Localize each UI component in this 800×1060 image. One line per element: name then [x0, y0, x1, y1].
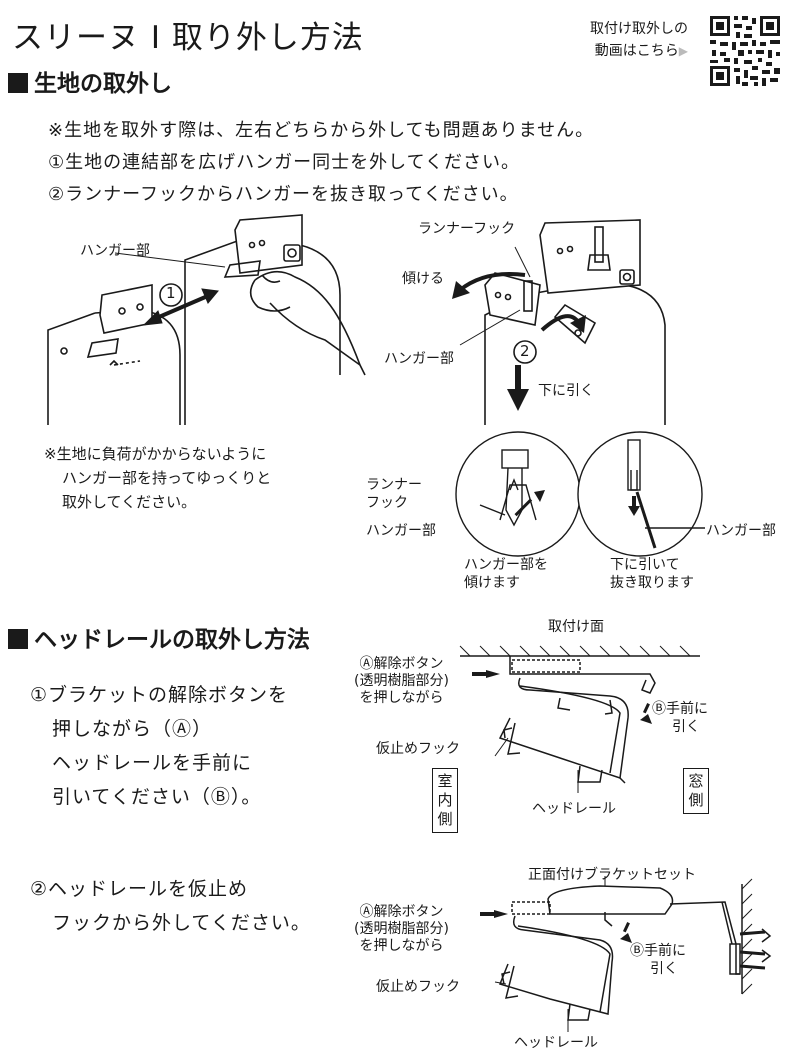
qr-caption: 取付け取外しの 動画はこちら▶	[590, 18, 688, 62]
label-temp-hook-2: 仮止めフック	[376, 979, 460, 995]
section-heading-headrail: ヘッドレールの取外し方法	[8, 620, 310, 654]
caption-tilt: ハンガー部を 傾けます	[464, 557, 548, 591]
label-runner-hook-detail: ランナー フック	[366, 477, 422, 511]
label-runner-hook: ランナーフック	[418, 221, 516, 237]
label-window-side: 窓側	[683, 768, 709, 814]
caution-note: ※生地に負荷がかからないように ハンガー部を持ってゆっくりと 取外してください。	[44, 445, 272, 511]
label-pull-down: 下に引く	[538, 383, 594, 399]
label-hanger-detail-left: ハンガー部	[366, 523, 436, 539]
instruction-line-1: ※生地を取外す際は、左右どちらから外しても問題ありません。	[48, 120, 595, 141]
label-pull-forward-1: Ⓑ手前に 引く	[652, 701, 708, 735]
step2-text: ②ヘッドレールを仮止め フックから外してください。	[30, 878, 311, 934]
qr-caption-line1: 取付け取外しの	[590, 21, 688, 37]
label-pull-forward-2: Ⓑ手前に 引く	[630, 943, 686, 977]
square-bullet-icon	[8, 629, 28, 649]
instruction-line-2: ①生地の連結部を広げハンガー同士を外してください。	[48, 152, 521, 173]
detail-circles-illustration	[455, 431, 705, 557]
label-release-button-1: Ⓐ解除ボタン (透明樹脂部分) を押しながら	[354, 656, 449, 706]
hanger-separation-illustration	[47, 214, 366, 425]
page-title: スリーヌ I 取り外し方法	[12, 20, 364, 56]
label-bracket-set: 正面付けブラケットセット	[528, 867, 696, 883]
runner-hook-illustration	[452, 219, 666, 425]
front-mount-diagram	[480, 876, 772, 1032]
label-hanger-detail-right: ハンガー部	[706, 523, 776, 539]
step1-text: ①ブラケットの解除ボタンを 押しながら（Ⓐ） ヘッドレールを手前に 引いてくださ…	[30, 684, 289, 808]
label-mount-surface: 取付け面	[548, 619, 604, 635]
play-arrow-icon: ▶	[678, 44, 688, 58]
square-bullet-icon	[8, 73, 28, 93]
qr-caption-line2: 動画はこちら	[594, 43, 679, 59]
label-headrail-2: ヘッドレール	[514, 1035, 598, 1051]
label-tilt: 傾ける	[402, 271, 444, 287]
label-headrail-1: ヘッドレール	[532, 801, 616, 817]
step-circle-1: 1	[166, 284, 176, 302]
label-release-button-2: Ⓐ解除ボタン (透明樹脂部分) を押しながら	[354, 904, 449, 954]
label-hanger-mid: ハンガー部	[384, 351, 454, 367]
caption-pull: 下に引いて 抜き取ります	[610, 557, 694, 591]
label-temp-hook-1: 仮止めフック	[376, 741, 460, 757]
step-circle-2: 2	[520, 342, 530, 360]
ceiling-mount-diagram	[459, 645, 700, 793]
section-heading-fabric: 生地の取外し	[8, 64, 172, 98]
qr-code-icon[interactable]	[708, 14, 782, 88]
instruction-line-3: ②ランナーフックからハンガーを抜き取ってください。	[48, 184, 519, 205]
label-hanger-left: ハンガー部	[80, 243, 150, 259]
label-indoor-side: 室内側	[432, 768, 458, 833]
